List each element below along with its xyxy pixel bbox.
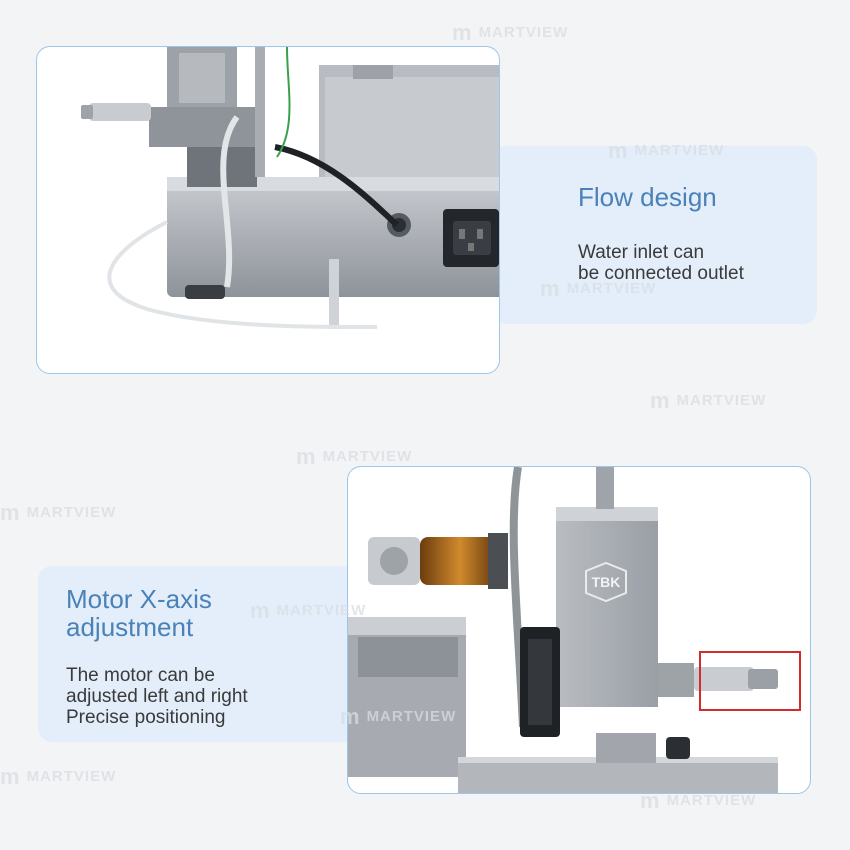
motor-x-axis-text-panel: Motor X-axis adjustment The motor can be… (38, 566, 358, 742)
water-flow-device-image (81, 47, 499, 330)
motor-x-axis-line-1: The motor can be (66, 665, 215, 686)
motor-x-axis-photo-panel: TBK (347, 466, 811, 794)
flow-design-line-1: Water inlet can (578, 242, 705, 263)
flow-design-line-2: be connected outlet (578, 263, 744, 284)
motor-axis-device-image: TBK (348, 467, 801, 793)
motor-x-axis-line-2: adjusted left and right (66, 686, 248, 707)
micrometer-highlight-box (699, 651, 801, 711)
tbk-logo: TBK (592, 574, 621, 590)
flow-design-photo-panel (36, 46, 500, 374)
motor-x-axis-title-line-2: adjustment (66, 612, 194, 642)
motor-x-axis-line-3: Precise positioning (66, 707, 226, 728)
motor-x-axis-title-line-1: Motor X-axis (66, 584, 212, 614)
flow-design-text-panel: Flow design Water inlet can be connected… (492, 146, 817, 324)
flow-design-title: Flow design (578, 182, 717, 212)
